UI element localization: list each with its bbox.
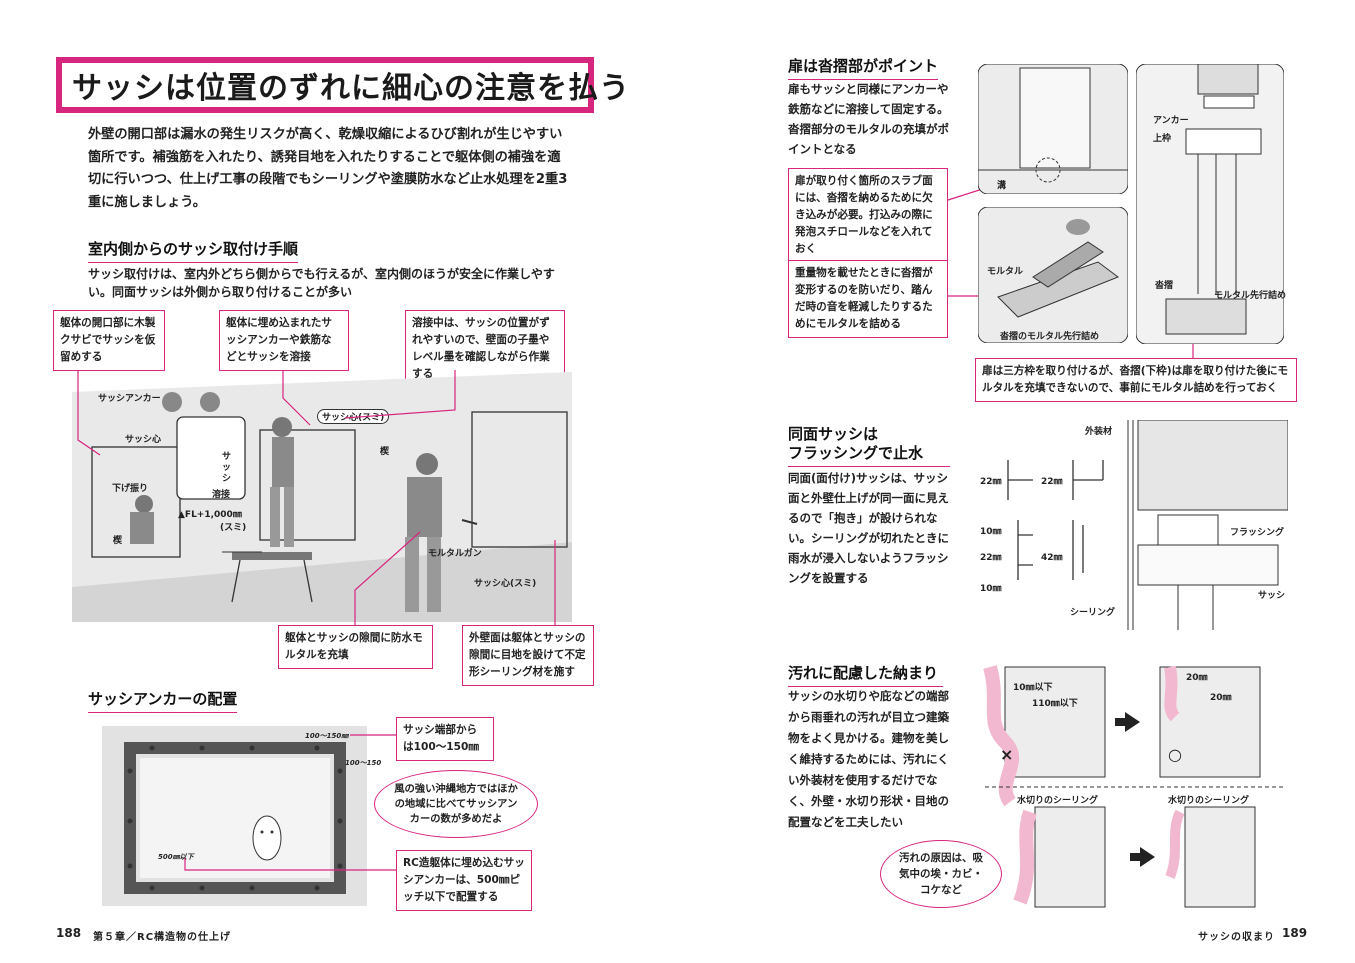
label-sash-center-2: サッシ心(スミ) [474, 579, 537, 589]
label-anchor: サッシアンカー [98, 394, 161, 404]
label-dim-10: 10㎜以下 [1013, 683, 1053, 693]
label-upper-frame: 上枠 [1153, 134, 1172, 144]
footer-chapter: 第５章／RC構造物の仕上げ [93, 932, 232, 943]
page-title: サッシは位置のずれに細心の注意を払う [72, 71, 630, 106]
label-flashing: フラッシング [1230, 528, 1285, 538]
speech-bubble-stain: 汚れの原因は、吸気中の埃・カビ・コケなど [880, 840, 1002, 908]
sash-install-illustration [72, 372, 572, 622]
label-wedge-2: 楔 [380, 447, 390, 457]
section-heading-stain: 汚れに配慮した納まり [788, 662, 943, 687]
label-weld: 溶接 [212, 490, 231, 500]
section-body-flush: 同面(面付け)サッシは、サッシ面と外壁仕上げが同一面に見えるので「抱き」が設けら… [788, 471, 949, 585]
callout-three-frame: 扉は三方枠を取り付けるが、沓摺(下枠)は扉を取り付けた後にモルタルを充填できない… [975, 358, 1297, 402]
label-sealing: シーリング [1070, 608, 1116, 618]
label-sealing-2: 水切りのシーリング [1168, 796, 1250, 806]
mark-good-1: ○ [1168, 745, 1182, 764]
section-body-stain: サッシの水切りや庇などの端部から雨垂れの汚れが目立つ建築物をよく見かける。建物を… [788, 689, 949, 829]
handwritten-dim-3: 500㎜以下 [158, 853, 194, 861]
flashing-profiles [1007, 460, 1104, 580]
label-sash: サッシ [1258, 591, 1286, 601]
callout-weld: 躯体に埋め込まれたサッシアンカーや鉄筋などとサッシを溶接 [219, 310, 349, 371]
mark-bad-1: × [1000, 745, 1014, 764]
label-sash-vertical: サッシ [222, 452, 232, 484]
label-sumi: (スミ) [220, 523, 247, 533]
dim-22-a: 22㎜ [980, 477, 1002, 487]
dim-22-c: 22㎜ [980, 553, 1002, 563]
dim-42: 42㎜ [1041, 553, 1063, 563]
footer-section: サッシの収まり [1198, 932, 1275, 943]
footer-page-number-right: 189 [1282, 926, 1308, 940]
label-sash-center: サッシ心 [125, 435, 162, 445]
section-heading-install: 室内側からのサッシ取付け手順 [88, 238, 299, 263]
label-cladding: 外装材 [1085, 427, 1113, 437]
callout-anchor-pitch: RC造躯体に埋め込むサッシアンカーは、500㎜ピッチ以下で配置する [396, 850, 532, 911]
section-body-install: サッシ取付けは、室内外どちら側からでも行えるが、室内側のほうが安全に作業しやすい… [88, 267, 555, 299]
label-sealing-1: 水切りのシーリング [1017, 796, 1099, 806]
dim-10-a: 10㎜ [980, 527, 1002, 537]
section-heading-flush-1: 同面サッシは [788, 425, 879, 443]
section-heading-flush-2: フラッシングで止水 [788, 442, 950, 467]
section-heading-door: 扉は沓摺部がポイント [788, 55, 938, 80]
callout-wedge: 躯体の開口部に木製クサビでサッシを仮留めする [53, 310, 165, 371]
section-heading-anchor: サッシアンカーの配置 [88, 688, 238, 713]
label-mortar-pre: モルタル先行詰め [1214, 291, 1287, 301]
flush-sash-section [1127, 420, 1288, 630]
dim-22-b: 22㎜ [1041, 477, 1063, 487]
callout-edge-distance: サッシ端部からは100～150㎜ [396, 717, 494, 761]
callout-slab-notch: 扉が取り付く箇所のスラブ面には、沓摺を納めるために欠き込みが必要。打込みの際に発… [788, 168, 948, 263]
label-dim-20-a: 20㎜ [1186, 673, 1208, 683]
label-fl: ▲FL+1,000㎜ [178, 510, 242, 520]
label-sash-center-sumi: サッシ心(スミ) [317, 409, 390, 424]
handwritten-dim-2: 100〜150 [345, 759, 382, 767]
label-wedge: 楔 [113, 536, 123, 546]
label-plumb: 下げ振り [112, 484, 149, 494]
callout-mortar: 躯体とサッシの隙間に防水モルタルを充填 [278, 625, 433, 669]
footer-page-number-left: 188 [56, 926, 82, 940]
page-title-box: サッシは位置のずれに細心の注意を払う [56, 57, 629, 113]
label-door-anchor: アンカー [1153, 116, 1189, 126]
speech-bubble-okinawa: 風の強い沖縄地方ではほかの地域に比べてサッシアンカーの数が多めだよ [374, 770, 538, 838]
callout-sealing: 外壁面は躯体とサッシの隙間に目地を設けて不定形シーリング材を施す [462, 625, 594, 686]
intro-paragraph: 外壁の開口部は漏水の発生リスクが高く、乾燥収縮によるひび割れが生じやすい箇所です… [88, 127, 568, 210]
label-kutsuzuri: 沓摺 [1155, 281, 1174, 291]
stain-detail-illustrations [983, 665, 1285, 908]
dim-10-b: 10㎜ [980, 584, 1002, 594]
label-groove: 溝 [997, 181, 1007, 191]
label-prefill: 沓摺のモルタル先行詰め [1000, 332, 1100, 342]
handwritten-dim-1: 100〜150㎜ [305, 732, 349, 740]
callout-mortar-fill: 重量物を載せたときに沓摺が変形するのを防いだり、踏んだ時の音を軽減したりするため… [788, 260, 948, 338]
door-elevation-illustration [978, 64, 1128, 194]
mortar-prefill-illustration [978, 207, 1128, 343]
door-section-illustration [1136, 64, 1284, 344]
section-body-door: 扉もサッシと同様にアンカーや鉄筋などに溶接して固定する。沓摺部分のモルタルの充填… [788, 82, 949, 156]
label-mortar-gun: モルタルガン [428, 549, 482, 559]
label-dim-20-b: 20㎜ [1210, 693, 1232, 703]
anchor-layout-illustration [102, 726, 367, 906]
label-dim-110: 110㎜以下 [1032, 699, 1078, 709]
label-mortar: モルタル [987, 267, 1024, 277]
